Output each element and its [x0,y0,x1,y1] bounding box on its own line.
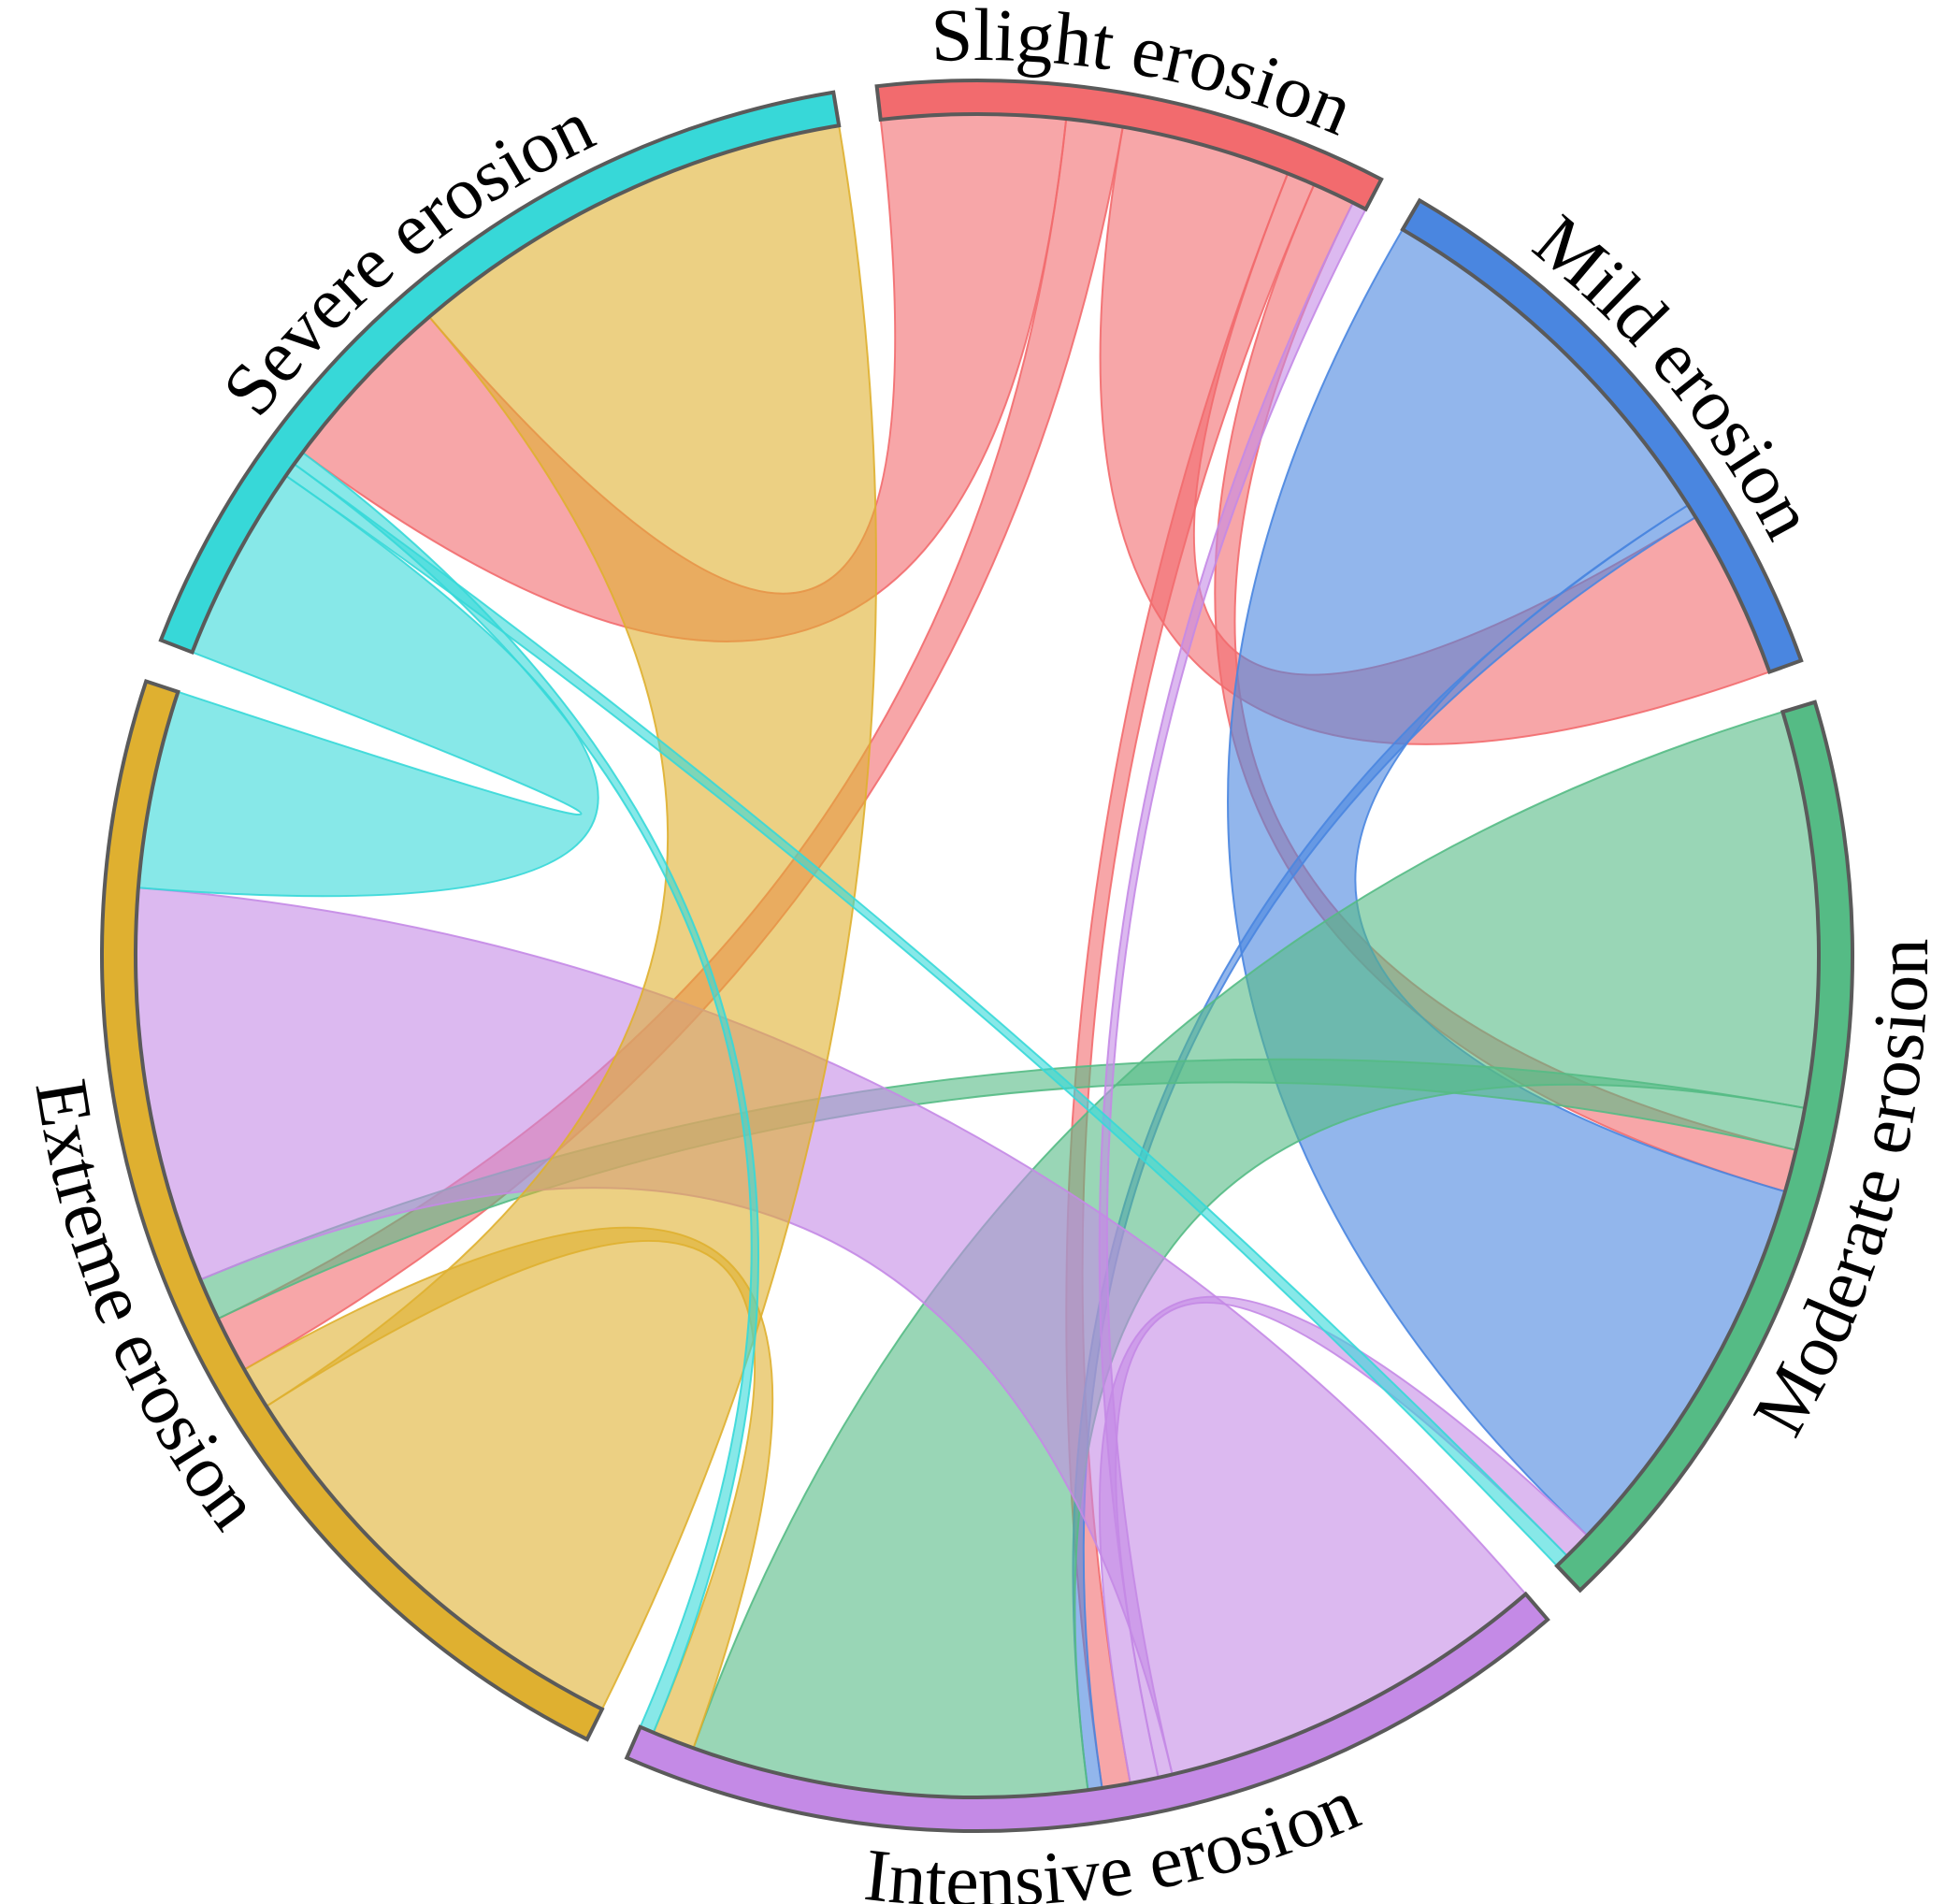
group-arc-severe-erosion [158,90,842,656]
arcs-layer [100,79,1855,1833]
ribbons-layer [135,113,1820,1798]
group-arc-moderate-erosion [1554,700,1855,1594]
group-arc-extreme-erosion [100,678,605,1742]
group-arc-slight-erosion [874,79,1384,212]
group-arc-intensive-erosion [624,1591,1550,1833]
group-arc-mild-erosion [1400,197,1804,675]
